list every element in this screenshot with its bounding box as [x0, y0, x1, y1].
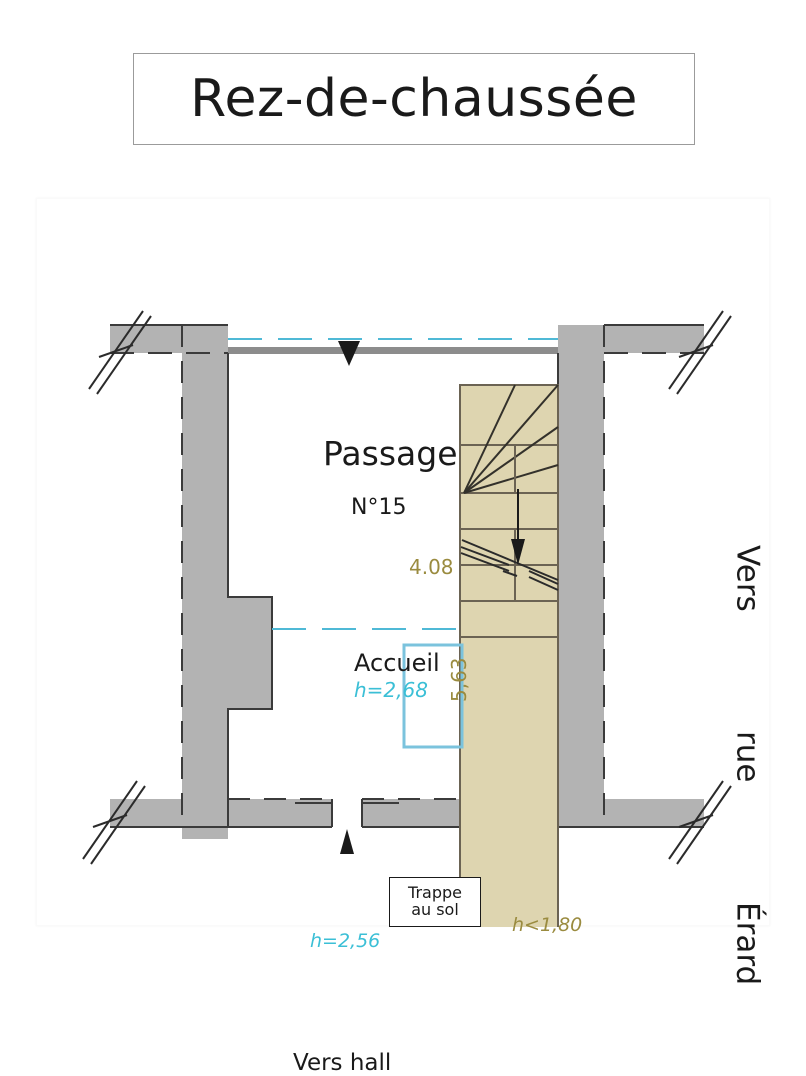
wall-left-interior-outline — [227, 353, 273, 827]
wall-top-right-stub — [604, 325, 704, 353]
cyan-dashed-lines — [228, 338, 558, 630]
floor-plan-drawing — [82, 310, 732, 927]
floor-plan-page: Rez-de-chaussée — [36, 53, 770, 1075]
wall-bottom-right-joint — [558, 799, 604, 827]
stair-area-fill — [460, 385, 558, 927]
wall-pilaster-left — [228, 597, 272, 709]
stair-height-label: h<1,80 — [512, 914, 583, 936]
wall-facade-line — [228, 347, 558, 354]
down-arrow-icon — [338, 341, 360, 366]
break-marks-group — [82, 310, 732, 865]
wall-bottom-left-joint — [182, 799, 228, 827]
trapdoor-outline — [402, 643, 464, 749]
stair-break-line — [461, 539, 559, 581]
break-mark-top-left — [88, 310, 152, 395]
bottom-exit-label: Vers hall — [293, 1050, 392, 1076]
stair-area-outline — [459, 384, 559, 927]
depth-dimension-label: 5,63 — [447, 657, 471, 702]
staircase-group — [459, 384, 559, 927]
street-label-word-1: Vers — [729, 545, 766, 612]
width-dimension-label: 4.08 — [409, 555, 454, 579]
street-label-word-3: Érard — [729, 901, 766, 985]
trapdoor-label-line2: au sol — [411, 900, 459, 919]
wall-right — [558, 325, 604, 819]
secondary-height-label: h=2,56 — [310, 930, 381, 952]
entrance-number-label: N°15 — [351, 495, 407, 520]
trapdoor-group — [402, 643, 464, 749]
wall-left — [182, 325, 228, 819]
street-label-word-2: rue — [729, 731, 766, 783]
break-mark-top-right — [668, 310, 732, 395]
stair-break-line-marks — [460, 546, 559, 591]
room-height-label: h=2,68 — [354, 678, 428, 702]
room-name-label: Accueil — [354, 649, 440, 677]
break-mark-bottom-left — [82, 780, 146, 865]
break-mark-bottom-right — [668, 780, 732, 865]
page-title: Rez-de-chaussée — [190, 69, 638, 129]
trapdoor-label-box: Trappe au sol — [389, 877, 481, 927]
passage-label: Passage — [323, 434, 458, 473]
walls-group — [110, 324, 704, 839]
entrance-exit-arrows — [338, 341, 360, 854]
plan-canvas: Passage N°15 4.08 Accueil h=2,68 h=2,56 … — [36, 198, 770, 1075]
trapdoor-label-line1: Trappe — [408, 883, 462, 903]
stair-down-arrow-icon — [511, 539, 525, 565]
stair-winder-steps — [463, 384, 559, 494]
up-arrow-icon — [340, 829, 354, 854]
street-direction-label: Vers rue Érard — [725, 545, 769, 985]
plan-title-box: Rez-de-chaussée — [133, 53, 695, 145]
